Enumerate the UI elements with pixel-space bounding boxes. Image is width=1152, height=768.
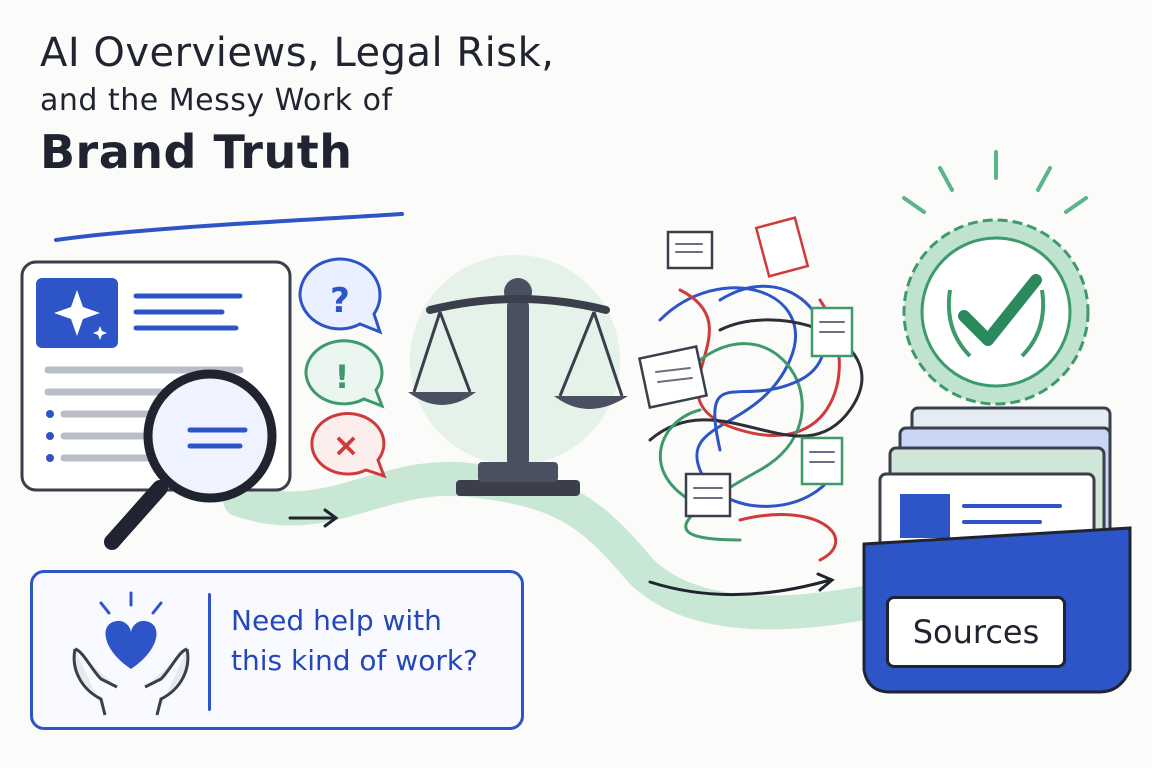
scales-of-justice-icon [408,255,628,496]
title-underline [54,212,404,242]
help-divider [208,593,211,711]
title-line-2: and the Messy Work of [40,83,393,118]
question-bubble-icon: ? [298,257,383,335]
page-title: AI Overviews, Legal Risk, and the Messy … [40,28,600,180]
title-line-3: Brand Truth [40,125,353,179]
sparkle-icon [54,290,107,340]
x-mark: × [333,426,360,464]
heart-in-hands-icon [72,591,190,716]
sources-label: Sources [886,596,1066,668]
tangled-documents-icon [648,284,864,562]
burst-lines-icon [902,150,1088,214]
question-mark: ? [330,281,350,321]
help-card[interactable]: Need help with this kind of work? [30,570,524,730]
help-text-line-2: this kind of work? [231,644,478,677]
document-icon [637,216,854,518]
verified-badge-icon [902,218,1090,406]
exclamation-bubble-icon: ! [304,339,385,409]
title-line-1: AI Overviews, Legal Risk, [40,30,555,76]
help-text-line-1: Need help with [231,604,442,637]
flow-path [223,461,897,630]
magnifying-glass-icon [104,369,277,550]
arrow-icon [288,508,835,596]
exclamation-mark: ! [335,358,350,396]
error-bubble-icon: × [310,412,387,479]
help-text[interactable]: Need help with this kind of work? [231,601,511,681]
